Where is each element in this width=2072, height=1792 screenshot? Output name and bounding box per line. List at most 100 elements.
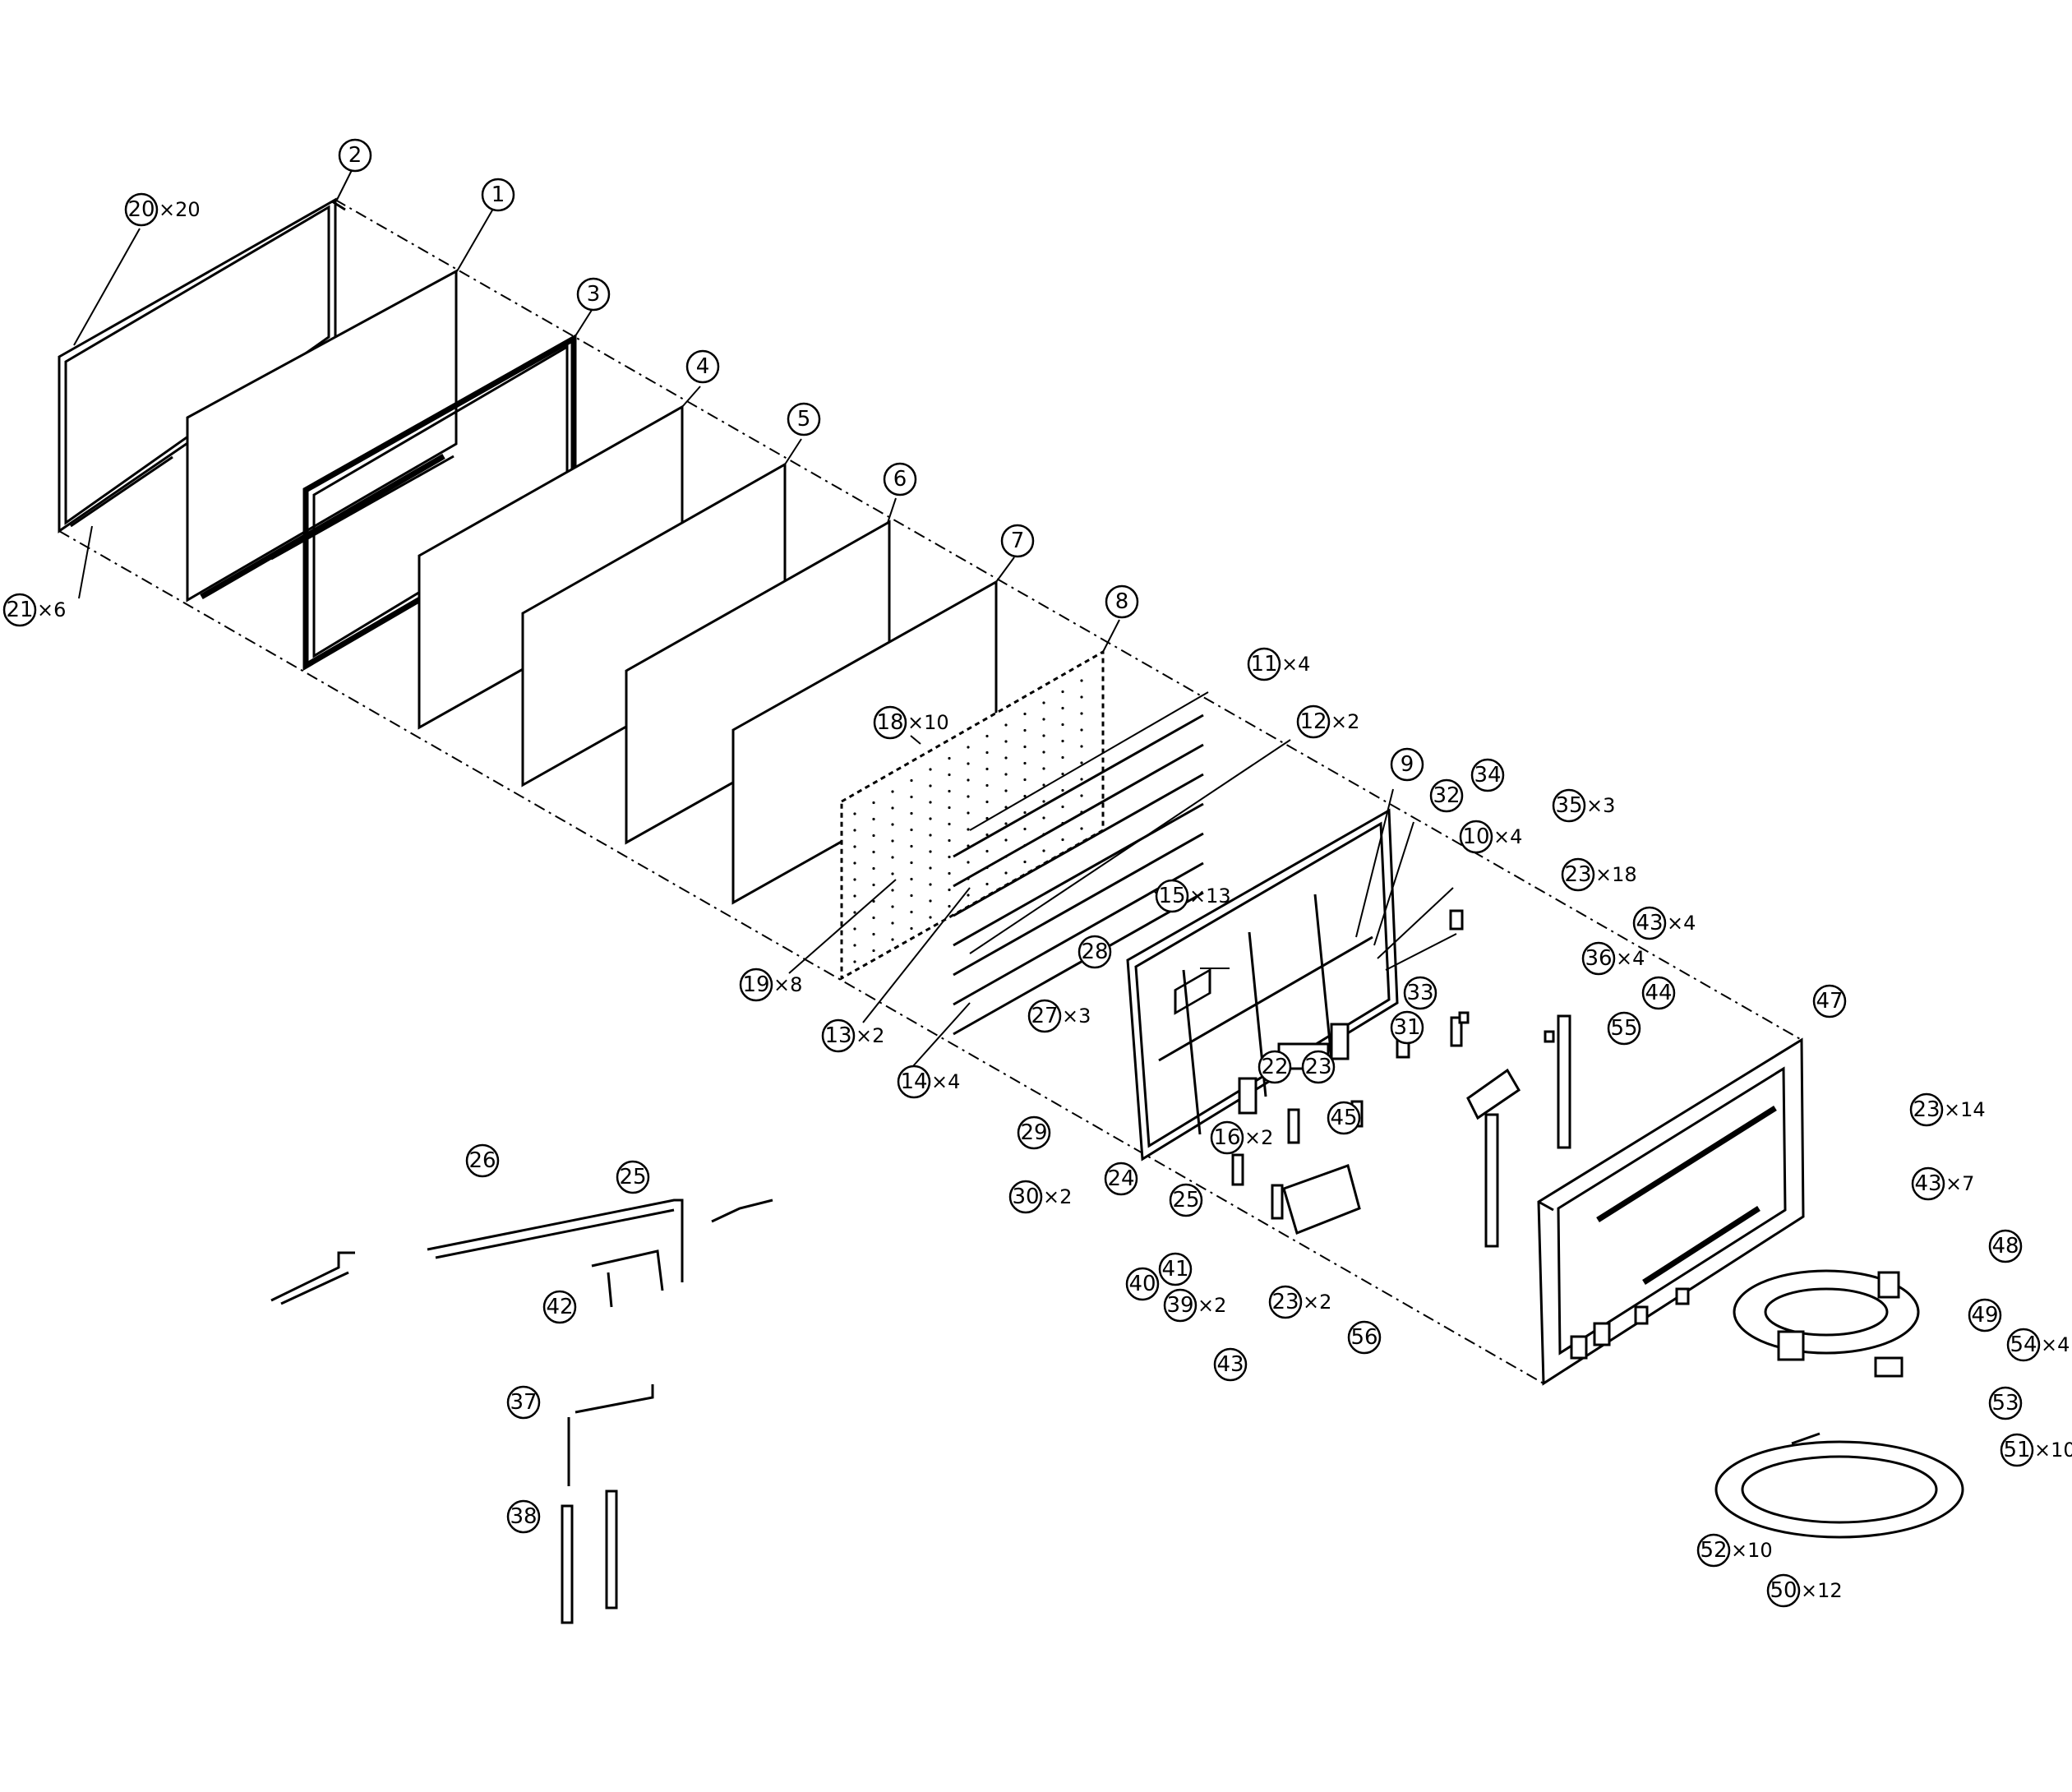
callout-circle — [506, 1385, 541, 1420]
callout-quantity: ×7 — [1945, 1172, 1974, 1195]
callout-number: 1 — [491, 182, 505, 207]
callout-number: 23 — [1271, 1290, 1299, 1314]
diffuser-lens-dot — [853, 911, 856, 914]
callout-38: 38 — [506, 1499, 541, 1534]
callout-circle — [1000, 524, 1035, 558]
diffuser-lens-dot — [929, 834, 932, 837]
callout-quantity: ×12 — [1801, 1579, 1843, 1602]
callout-32: 32 — [1429, 778, 1464, 813]
callout-28: 28 — [1078, 935, 1112, 969]
diffuser-lens-dot — [1080, 794, 1083, 797]
diffuser-lens-dot — [872, 883, 875, 887]
diffuser-lens-dot — [872, 834, 875, 838]
callout-circle — [1104, 1162, 1138, 1196]
diffuser-lens-dot — [872, 801, 875, 805]
diffuser-lens-dot — [948, 756, 951, 760]
diffuser-lens-dot — [1023, 778, 1027, 782]
diffuser-lens-dot — [1042, 783, 1045, 787]
callout-quantity: ×18 — [1595, 863, 1637, 886]
diffuser-lens-dot — [929, 899, 932, 903]
callout-54: 54×4 — [2006, 1328, 2070, 1362]
callout-number: 26 — [468, 1148, 496, 1173]
diffuser-lens-dot — [948, 822, 951, 826]
callout-number: 29 — [1020, 1120, 1047, 1145]
callout-48: 48 — [1988, 1229, 2023, 1263]
callout-number: 45 — [1330, 1106, 1357, 1130]
callout-circle — [1641, 976, 1676, 1010]
callout-4: 4 — [685, 349, 720, 384]
led-strips — [953, 714, 1204, 1036]
lcd-panel-source-bar — [200, 453, 445, 600]
callout-circle — [1027, 999, 1062, 1033]
callout-circle — [1766, 1573, 1801, 1608]
diffuser-lens-dot — [1061, 739, 1064, 743]
diffuser-lens-dot — [853, 878, 856, 881]
callout-number: 54 — [2010, 1332, 2037, 1357]
diffuser-lens-dot — [1004, 756, 1008, 760]
diffuser-lens-dot — [891, 790, 894, 793]
callout-15: 15×13 — [1155, 879, 1231, 913]
callout-circle — [481, 178, 515, 212]
callout-circle — [1470, 758, 1505, 792]
diffuser-lens-dot — [1061, 805, 1064, 809]
callout-43b: 43 — [1213, 1347, 1248, 1382]
callout-circle — [1632, 906, 1667, 940]
callout-quantity: ×14 — [1944, 1098, 1986, 1121]
callout-43a: 43×4 — [1632, 906, 1696, 940]
diffuser-lens-dot — [1042, 751, 1045, 754]
diffuser-lens-dot — [1023, 745, 1027, 749]
diffuser-lens-dot — [1080, 827, 1083, 830]
callout-49: 49 — [1968, 1298, 2002, 1332]
callout-circle — [883, 462, 917, 496]
diffuser-lens-dot — [1080, 712, 1083, 715]
diffuser-lens-dot — [853, 845, 856, 848]
main-board-41 — [1282, 1164, 1361, 1235]
callout-circle — [1158, 1252, 1193, 1286]
diffuser-lens-dot — [872, 916, 875, 920]
callout-9: 9 — [1390, 747, 1424, 782]
callout-number: 25 — [619, 1165, 646, 1189]
callout-23c: 23×2 — [1268, 1285, 1331, 1319]
callout-number: 56 — [1350, 1325, 1377, 1350]
callout-quantity: ×3 — [1586, 794, 1615, 817]
callout-number: 6 — [893, 467, 907, 492]
diffuser-lens-dot — [1042, 767, 1045, 770]
callout-number: 30 — [1012, 1185, 1039, 1209]
callout-circle — [1429, 778, 1464, 813]
callout-43c: 43×7 — [1911, 1166, 1974, 1201]
callout-number: 49 — [1971, 1303, 1998, 1328]
callout-quantity: ×10 — [2034, 1439, 2072, 1462]
diffuser-lens-dot — [1004, 806, 1008, 809]
callout-circle — [1812, 984, 1847, 1018]
diffuser-lens-dot — [1061, 706, 1064, 710]
callout-circle — [616, 1160, 650, 1194]
callout-circle — [821, 1018, 856, 1053]
callout-number: 3 — [587, 282, 601, 307]
callout-circle — [1008, 1180, 1043, 1214]
callout-55: 55 — [1607, 1011, 1641, 1046]
callout-number: 8 — [1115, 589, 1129, 614]
diffuser-lens-dot — [1023, 794, 1027, 798]
diffuser-lens-dot — [985, 767, 989, 771]
callout-circle — [787, 402, 821, 436]
callout-circle — [1125, 1267, 1160, 1301]
callout-circle — [1911, 1166, 1945, 1201]
diffuser-lens-dot — [910, 894, 913, 898]
assembly-guide-lines — [58, 199, 1802, 1384]
diffuser-lens-dot — [985, 800, 989, 804]
callout-5: 5 — [787, 402, 821, 436]
callout-1: 1 — [481, 178, 515, 212]
diffuser-lens-dot — [853, 812, 856, 815]
callout-number: 22 — [1261, 1055, 1288, 1079]
leader-lines — [73, 166, 1457, 1068]
callout-20: 20×20 — [124, 192, 201, 227]
diffuser-lens-dot — [985, 882, 989, 886]
diffuser-lens-dot — [1042, 734, 1045, 737]
diffuser-lens-dot — [929, 866, 932, 870]
diffuser-lens-dot — [872, 866, 875, 871]
callout-number: 52 — [1700, 1538, 1727, 1563]
diffuser-lens-dot — [891, 823, 894, 826]
diffuser-lens-dot — [1080, 745, 1083, 748]
callout-number: 12 — [1299, 709, 1327, 734]
diffuser-lens-dot — [891, 921, 894, 925]
